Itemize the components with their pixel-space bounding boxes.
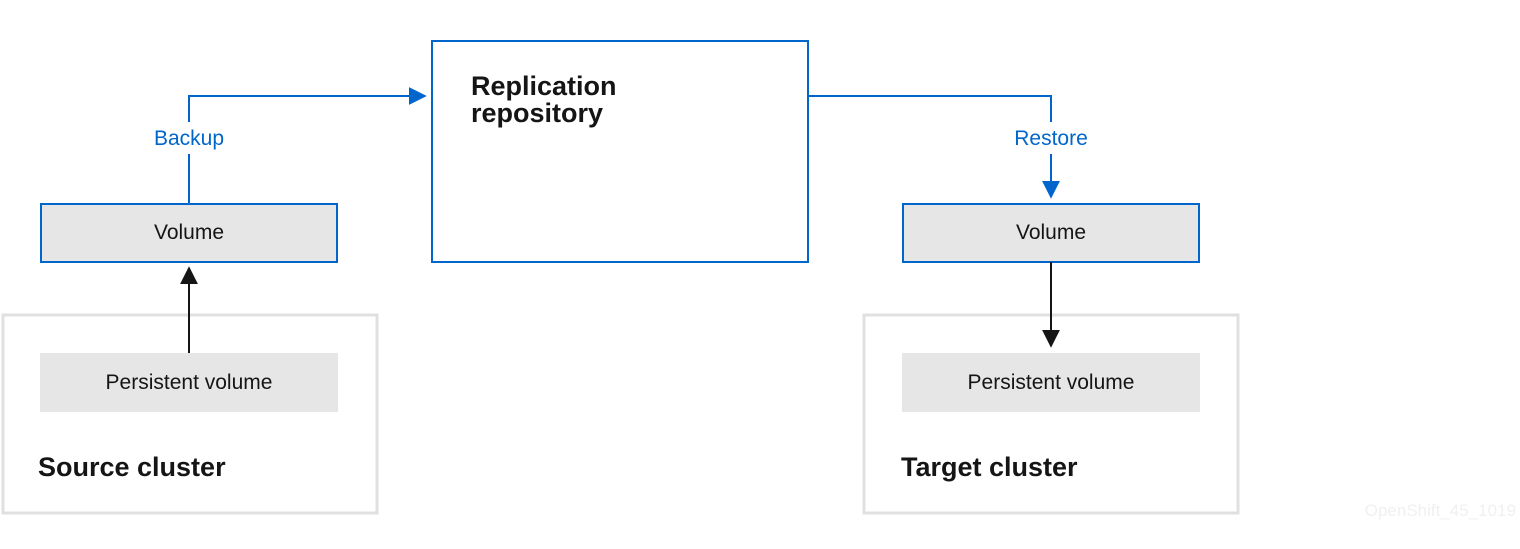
source-cluster-title: Source cluster — [38, 452, 226, 482]
restore-edge-label: Restore — [1014, 127, 1088, 150]
restore-edge-arrow — [808, 95, 1060, 199]
source-persistent-volume-label: Persistent volume — [106, 371, 273, 394]
target-volume-box — [902, 203, 1200, 263]
backup-edge-arrow — [188, 87, 427, 204]
backup-label-bg — [140, 122, 238, 154]
backup-edge-label: Backup — [154, 127, 224, 150]
repository-title-line2: repository — [471, 98, 603, 128]
repository-title-line1: Replication — [471, 71, 617, 101]
source-persistent-volume-box — [40, 353, 338, 412]
target-cluster-title: Target cluster — [901, 452, 1078, 482]
target-cluster-box — [862, 313, 1240, 515]
source-volume-label: Volume — [154, 221, 224, 244]
replication-repository-box — [431, 40, 809, 263]
restore-label-bg — [998, 122, 1104, 154]
watermark-text: OpenShift_45_1019 — [1365, 501, 1516, 520]
target-persistent-volume-label: Persistent volume — [968, 371, 1135, 394]
target-volume-label: Volume — [1016, 221, 1086, 244]
target-persistent-volume-box — [902, 353, 1200, 412]
